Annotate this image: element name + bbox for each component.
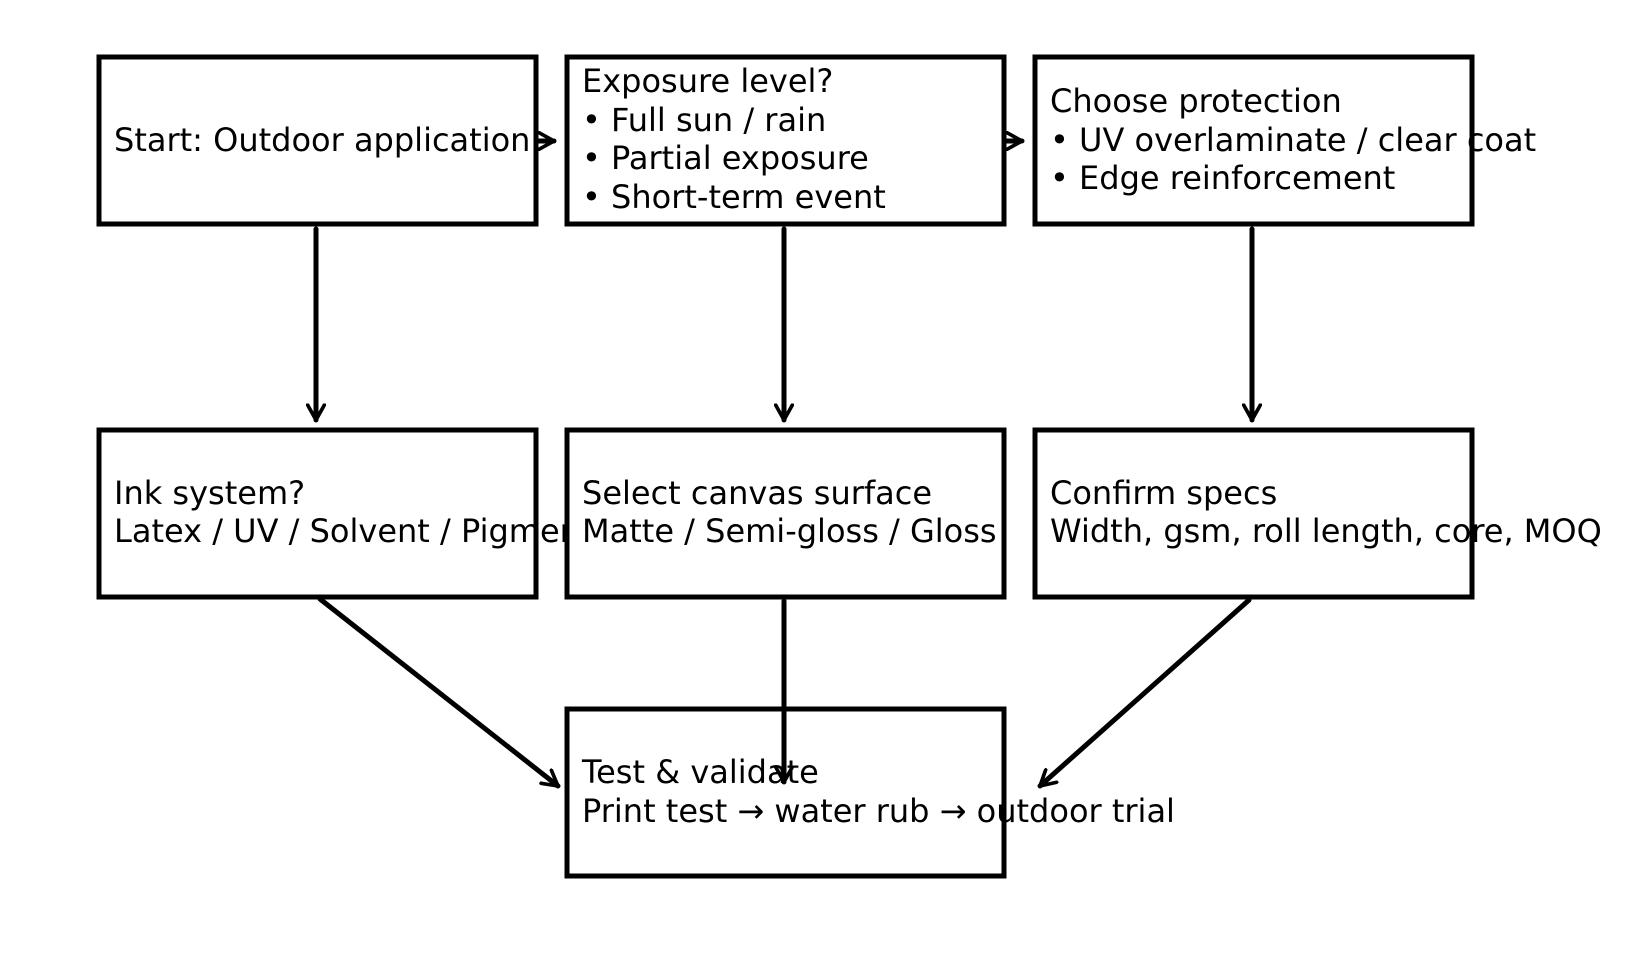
node-protection-line-2: • UV overlaminate / clear coat xyxy=(1050,121,1536,159)
node-ink-line-1: Ink system? xyxy=(114,474,305,512)
node-protection: Choose protection • UV overlaminate / cl… xyxy=(1032,54,1536,227)
node-protection-line-1: Choose protection xyxy=(1050,82,1342,120)
node-ink-line-2: Latex / UV / Solvent / Pigment xyxy=(114,512,592,550)
node-exposure-line-4: • Short-term event xyxy=(582,178,886,216)
node-specs: Confirm specs Width, gsm, roll length, c… xyxy=(1032,427,1602,600)
node-exposure: Exposure level? • Full sun / rain • Part… xyxy=(564,54,1007,227)
arrow-specs-to-test xyxy=(1037,597,1252,789)
node-exposure-line-3: • Partial exposure xyxy=(582,139,869,177)
node-exposure-line-2: • Full sun / rain xyxy=(582,101,826,139)
node-surface: Select canvas surface Matte / Semi-gloss… xyxy=(564,427,1007,600)
node-exposure-line-1: Exposure level? xyxy=(582,62,833,100)
node-start: Start: Outdoor application xyxy=(96,54,539,227)
node-test: Test & validate Print test → water rub →… xyxy=(564,706,1175,879)
node-surface-line-1: Select canvas surface xyxy=(582,474,932,512)
node-ink: Ink system? Latex / UV / Solvent / Pigme… xyxy=(96,427,592,600)
node-specs-line-1: Confirm specs xyxy=(1050,474,1277,512)
node-start-line-1: Start: Outdoor application xyxy=(114,121,530,159)
node-specs-line-2: Width, gsm, roll length, core, MOQ xyxy=(1050,512,1602,550)
node-test-line-2: Print test → water rub → outdoor trial xyxy=(582,792,1175,830)
node-surface-line-2: Matte / Semi-gloss / Gloss xyxy=(582,512,997,550)
node-protection-line-3: • Edge reinforcement xyxy=(1050,159,1395,197)
arrow-ink-to-test xyxy=(317,596,561,789)
